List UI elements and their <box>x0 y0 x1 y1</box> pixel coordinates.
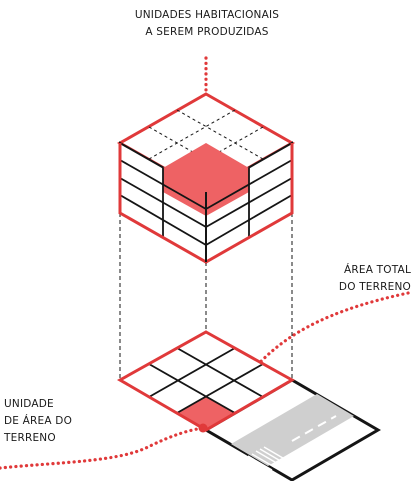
land-unit-marker <box>198 423 208 433</box>
label-land-unit: UNIDADE DE ÁREA DO TERRENO <box>4 396 72 447</box>
road-center-marking <box>291 415 337 442</box>
land-parcel <box>116 330 296 433</box>
road-asphalt <box>231 394 354 466</box>
parcel-grid-lines <box>148 347 264 414</box>
floor-lines <box>119 159 293 246</box>
label-total-area-line1: ÁREA TOTAL <box>344 264 411 276</box>
housing-units-block <box>116 92 296 264</box>
leader-line-land-unit <box>0 426 205 470</box>
label-housing-units-line2: A SEREM PRODUZIDAS <box>145 26 269 38</box>
label-total-area-line2: DO TERRENO <box>338 281 411 293</box>
label-housing-units: UNIDADES HABITACIONAIS A SEREM PRODUZIDA… <box>107 7 307 41</box>
label-total-area: ÁREA TOTAL DO TERRENO <box>339 262 411 296</box>
label-land-unit-line2: DE ÁREA DO <box>4 415 73 427</box>
label-housing-units-line1: UNIDADES HABITACIONAIS <box>134 9 280 21</box>
label-land-unit-line1: UNIDADE <box>4 398 54 410</box>
crosswalk <box>247 446 289 471</box>
label-land-unit-line3: TERRENO <box>4 432 56 444</box>
